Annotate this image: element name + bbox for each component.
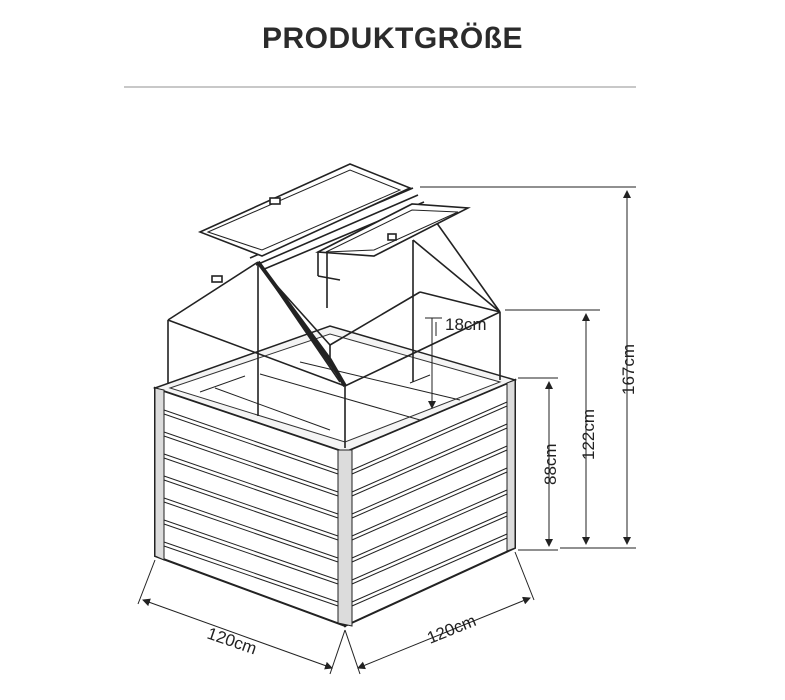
roof-panels: [197, 163, 471, 283]
label-width-front: 120cm: [205, 624, 259, 659]
label-box-height: 88cm: [541, 443, 560, 485]
label-width-side: 120cm: [424, 611, 478, 648]
page-title: PRODUKTGRÖßE: [262, 22, 523, 55]
title-divider: [124, 86, 636, 88]
dimension-total-height: 167cm: [420, 186, 638, 549]
label-inner-depth: 18cm: [445, 315, 487, 334]
label-total-height: 167cm: [619, 344, 638, 395]
dimension-eave-height: 122cm: [505, 309, 600, 549]
dimension-box-height: 88cm: [518, 377, 560, 551]
dimension-inner-depth: 18cm: [425, 315, 487, 409]
label-eave-height: 122cm: [579, 409, 598, 460]
raised-bed-box: [152, 325, 518, 628]
